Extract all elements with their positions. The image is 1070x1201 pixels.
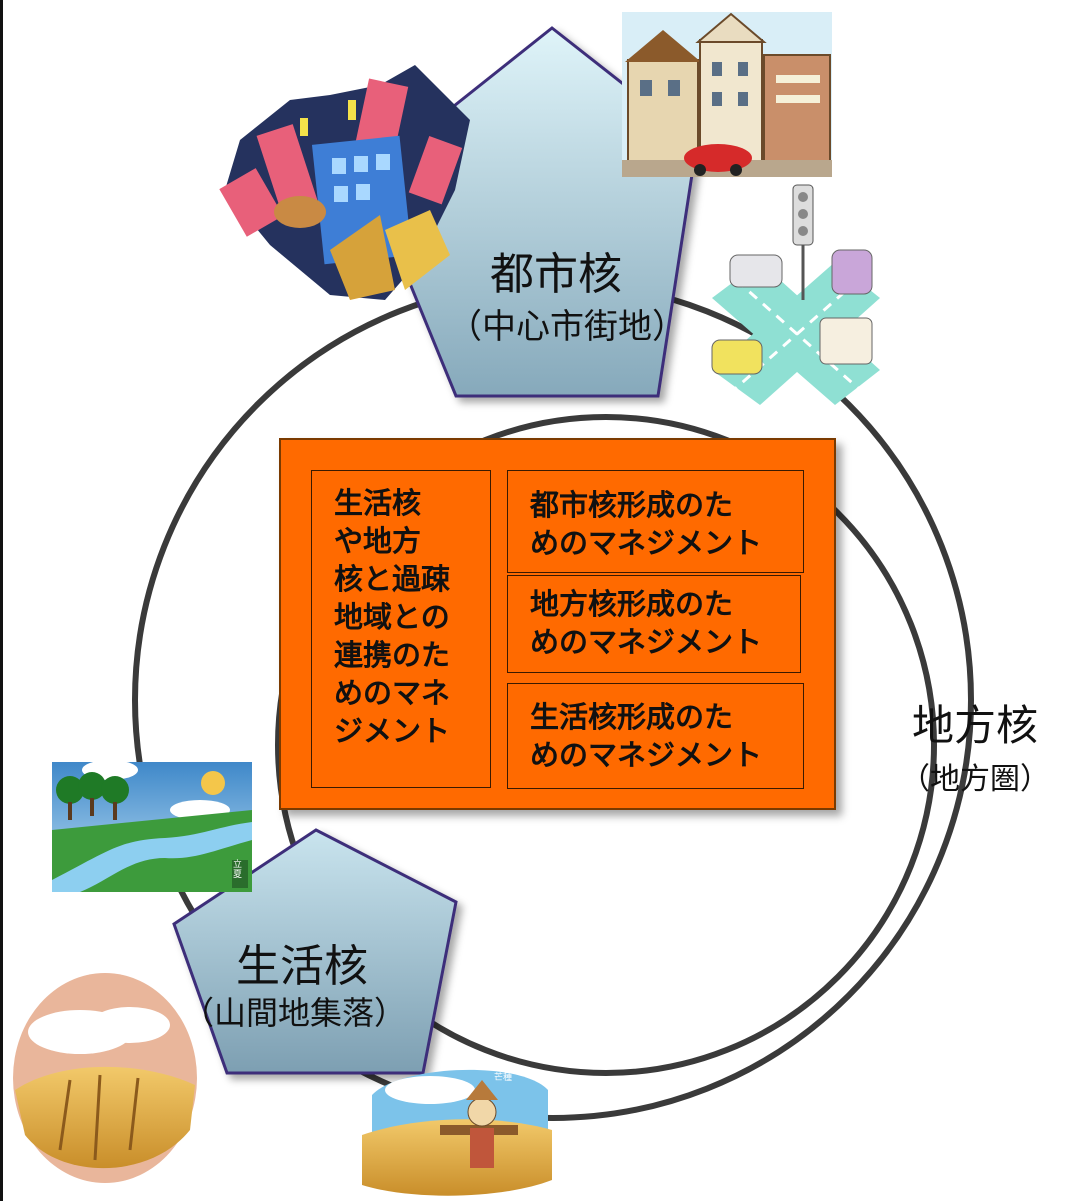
town-street-illustration [622, 12, 832, 177]
wheat-field-illustration [13, 973, 197, 1183]
urban-core-management-text: 都市核形成のた めのマネジメント [530, 488, 763, 560]
urban-core-management-box [507, 470, 804, 573]
scarecrow-harvest-illustration [362, 1069, 552, 1196]
regional-core-management-text: 地方核形成のた めのマネジメント [530, 587, 763, 659]
cooperation-management-box [311, 470, 491, 788]
cooperation-management-text: 生活核 や地方 核と過疎 地域との 連携のた めのマネ ジメント [334, 486, 451, 748]
life-core-subtitle: （山間地集落） [182, 994, 407, 1032]
left-frame-edge [0, 0, 3, 1201]
inner-region-circle [275, 414, 937, 1076]
field-season-tag: 立夏 [233, 860, 243, 880]
intersection-illustration [711, 184, 880, 405]
regional-core-management-box [507, 575, 801, 673]
regional-core-subtitle: （地方圏） [900, 762, 1050, 797]
regional-core-title: 地方核 [912, 701, 1039, 750]
management-panel [279, 438, 836, 810]
life-core-title: 生活核 [236, 941, 368, 992]
life-core-management-box [507, 683, 804, 789]
river-landscape-illustration [52, 760, 252, 892]
urban-core-title: 都市核 [490, 249, 622, 300]
urban-core-subtitle: （中心市街地） [448, 307, 686, 347]
city-buildings-illustration [219, 65, 470, 300]
harvest-season-tag: 芒種 [494, 1073, 513, 1083]
life-core-management-text: 生活核形成のた めのマネジメント [530, 700, 763, 772]
